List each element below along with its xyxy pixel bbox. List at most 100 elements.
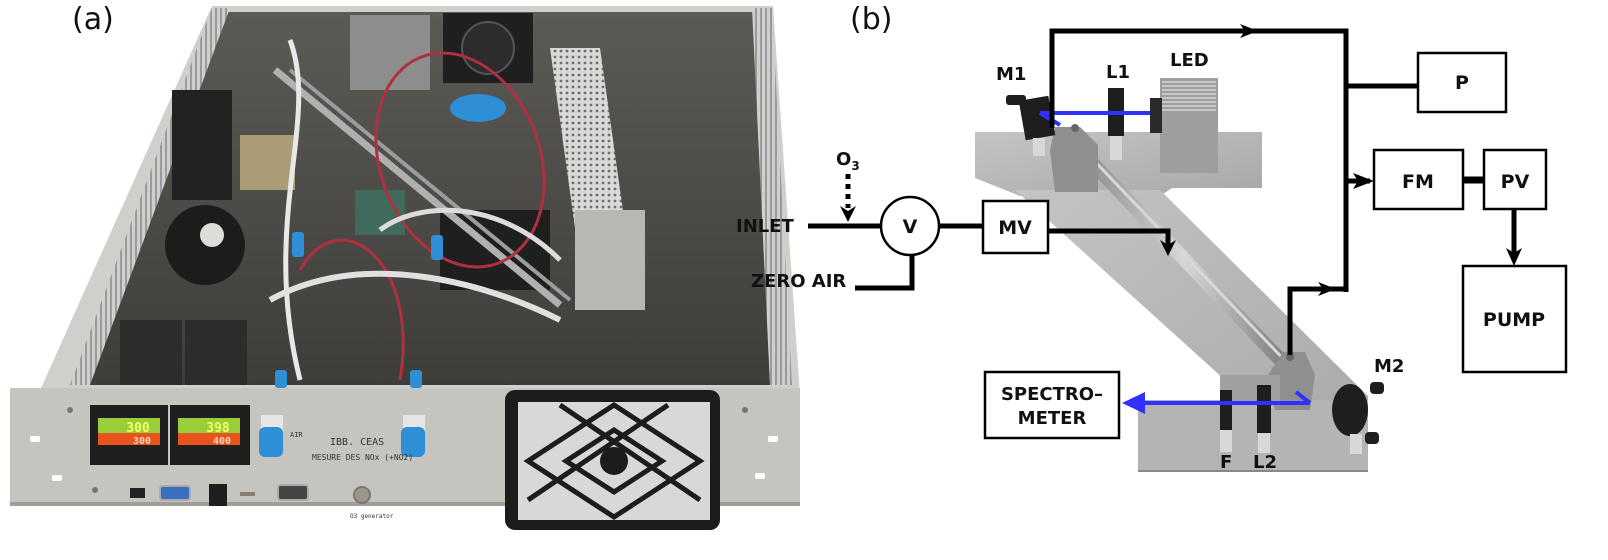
filter-mount (1220, 390, 1232, 430)
filter-label: F (1220, 452, 1232, 473)
controller-right (185, 320, 247, 385)
blue-fitting (292, 232, 304, 257)
filter-grille-center (600, 447, 628, 475)
gas-fitting-left (259, 427, 283, 457)
lens2-mount (1257, 385, 1271, 433)
controller-2-bottom-value: 400 (213, 436, 231, 447)
pressure-valve-label: PV (1501, 171, 1530, 193)
heater-block (350, 15, 430, 90)
screw (742, 407, 748, 413)
valve-assembly (575, 210, 645, 310)
ozone-label-subscript: 3 (851, 159, 859, 173)
mass-valve-label: MV (998, 217, 1032, 239)
bnc-connector (353, 486, 371, 504)
mirror2-mount (1332, 384, 1368, 436)
spectrometer-label-line2: METER (1018, 408, 1087, 429)
pressure-block: P (1416, 51, 1508, 114)
front-panel-shadow (10, 502, 800, 506)
connector-label: O3 generator (350, 513, 394, 520)
blue-fitting (410, 370, 422, 388)
mirror2-post (1350, 434, 1362, 454)
arrow-into-pump (1506, 248, 1522, 266)
valve-label: V (903, 216, 918, 238)
right-rail (752, 8, 792, 385)
spectrometer-label-line1: SPECTRO– (1001, 384, 1103, 405)
outlet-line-top (1049, 28, 1349, 292)
cell-tube-2 (288, 68, 572, 302)
led-housing (1160, 78, 1218, 173)
flow-meter-block: FM (1372, 148, 1465, 211)
led-face (1150, 98, 1162, 133)
arrow-top-line (1240, 24, 1258, 38)
screw (92, 487, 98, 493)
temperature-controller-1: 300 300 (90, 405, 168, 465)
mount-top-port (1071, 124, 1079, 132)
clear-tubing-2 (268, 270, 562, 323)
optical-cavity-tube (1073, 143, 1297, 377)
spectrometer-block: SPECTRO– METER (983, 370, 1121, 440)
pressure-label: P (1455, 72, 1469, 94)
blue-valve (450, 94, 506, 122)
ethernet-port (130, 488, 145, 498)
gas-fitting-right (401, 427, 425, 457)
temperature-controller-2: 398 400 (170, 405, 250, 465)
valve-block: V (879, 195, 941, 257)
arrow-return-line (1318, 282, 1336, 296)
lens2-post (1258, 433, 1270, 453)
pump-body (165, 205, 245, 285)
mirror1-label: M1 (996, 64, 1026, 85)
panel-a-label: (a) (72, 2, 114, 37)
lens1-label: L1 (1106, 62, 1130, 83)
mount-top (1050, 127, 1098, 192)
led-heatsink (1162, 81, 1216, 111)
mirror1-mount (1018, 95, 1056, 141)
black-box (172, 90, 232, 200)
red-wire (298, 238, 405, 381)
zero-air-line (855, 255, 915, 291)
ozone-label-main: O (836, 149, 851, 170)
cell-tube (272, 67, 563, 308)
power-supply (550, 48, 625, 228)
mass-valve-block: MV (981, 199, 1050, 255)
arrow-into-fm (1353, 173, 1374, 189)
front-label-line1: IBB. CEAS (330, 437, 384, 448)
led-label: LED (1170, 50, 1209, 71)
mirror2-knob (1370, 382, 1384, 394)
mv-cell-line (1048, 228, 1171, 245)
mirror2-label: M2 (1374, 356, 1404, 377)
controller-1-top-value: 300 (126, 421, 150, 436)
instrument-photo: 300 300 398 400 AIR IBB. CEAS MESURE DES… (10, 6, 800, 530)
front-label-line2: MESURE DES NOx (+NO2) (312, 453, 413, 462)
rack-slot (755, 473, 765, 479)
clear-tubing (283, 39, 303, 381)
controller-2-top-value: 398 (206, 421, 230, 436)
beam-arrowhead (1122, 392, 1145, 414)
optical-cavity-tube-highlight (1080, 146, 1294, 370)
zero-air-label: ZERO AIR (751, 271, 846, 292)
lens1-post (1110, 136, 1122, 160)
mirror1-knob (1006, 95, 1026, 105)
serial-port (277, 484, 309, 501)
rack-slot (30, 436, 40, 442)
red-wire-loop (374, 51, 546, 269)
mirror2-knob (1365, 432, 1379, 444)
led-indicator (240, 492, 255, 496)
pump-label: PUMP (1483, 309, 1545, 331)
optical-board (975, 78, 1384, 472)
blue-fitting (431, 235, 443, 260)
rack-slot (768, 436, 778, 442)
inlet-label: INLET (736, 216, 795, 237)
controller-left (120, 320, 182, 385)
filter-post (1220, 430, 1232, 452)
ozone-label: O3 (836, 149, 860, 173)
rack-slot (52, 475, 62, 481)
mirror1-post (1033, 138, 1045, 156)
lens2-label: L2 (1253, 452, 1277, 473)
fan-hub (461, 21, 515, 75)
clear-tubing-3 (378, 207, 562, 262)
screw (67, 407, 73, 413)
panel-b-label: (b) (850, 2, 893, 37)
pressure-valve-block: PV (1482, 148, 1548, 211)
pump-cap (200, 223, 224, 247)
light-beam-bottom (1122, 390, 1312, 414)
